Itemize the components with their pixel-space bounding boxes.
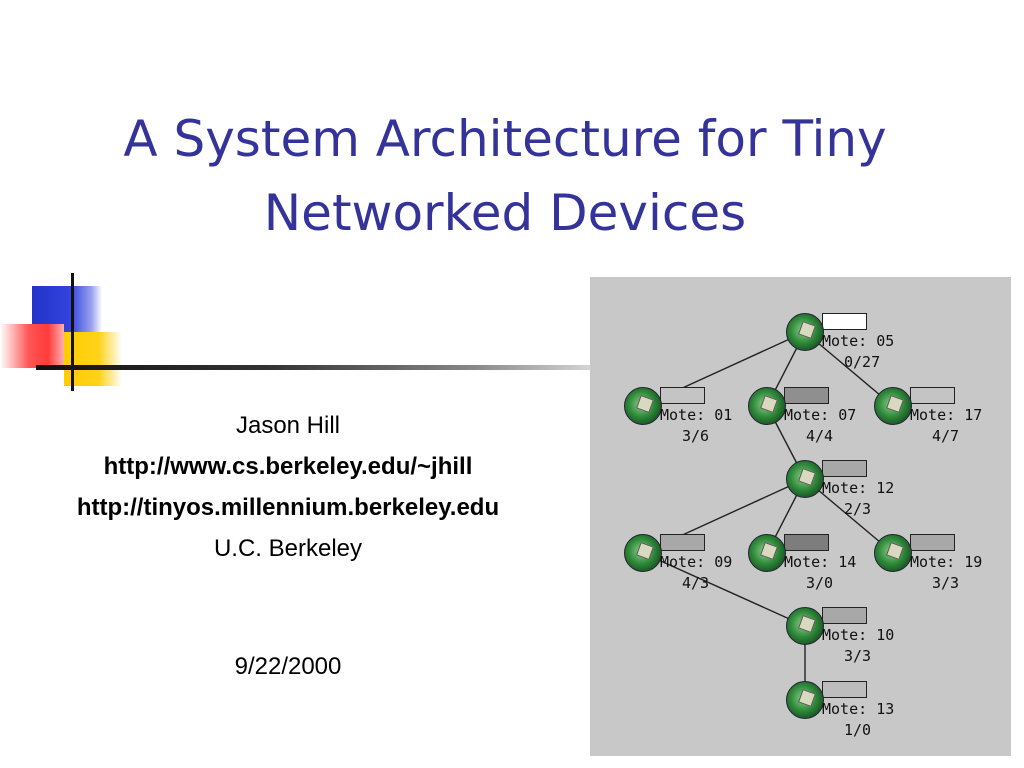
mote-status-bar — [822, 607, 867, 624]
mote-id: 13 — [876, 700, 895, 718]
mote-status-bar — [784, 387, 829, 404]
mote-status-bar — [822, 460, 867, 477]
mote-id: 07 — [838, 406, 857, 424]
mote-icon — [748, 534, 786, 572]
mote-id: 17 — [964, 406, 983, 424]
mote-label-prefix: Mote: — [660, 553, 706, 571]
mote-label: Mote: 14 — [784, 553, 856, 571]
red-square — [0, 324, 64, 368]
mote-label: Mote: 07 — [784, 406, 856, 424]
mote-count: 3/6 — [682, 427, 710, 445]
link-09-10 — [642, 552, 806, 627]
mote-status-bar — [822, 313, 867, 330]
mote-label: Mote: 09 — [660, 553, 732, 571]
mote-count: 4/3 — [682, 574, 710, 592]
mote-count: 3/3 — [932, 574, 960, 592]
mote-icon — [874, 534, 912, 572]
mote-label: Mote: 19 — [910, 553, 982, 571]
mote-label: Mote: 17 — [910, 406, 982, 424]
horizontal-rule — [36, 365, 620, 370]
project-url-link[interactable]: http://tinyos.millennium.berkeley.edu — [76, 494, 500, 521]
mote-count: 0/27 — [844, 353, 881, 371]
mote-status-bar — [660, 387, 705, 404]
personal-url-link[interactable]: http://www.cs.berkeley.edu/~jhill — [103, 453, 473, 480]
mote-label: Mote: 13 — [822, 700, 894, 718]
mote-count: 4/4 — [806, 427, 834, 445]
mote-count: 3/0 — [806, 574, 834, 592]
mote-id: 01 — [714, 406, 733, 424]
slide-title-line-1: A System Architecture for Tiny — [123, 110, 887, 168]
author-info: Jason Hill http://www.cs.berkeley.edu/~j… — [0, 408, 576, 680]
mote-id: 09 — [714, 553, 733, 571]
mote-label: Mote: 12 — [822, 479, 894, 497]
mote-label-prefix: Mote: — [822, 626, 868, 644]
mote-count: 4/7 — [932, 427, 960, 445]
mote-icon — [624, 534, 662, 572]
mote-id: 12 — [876, 479, 895, 497]
mote-label-prefix: Mote: — [822, 700, 868, 718]
vertical-rule — [71, 273, 74, 391]
mote-label-prefix: Mote: — [822, 332, 868, 350]
mote-count: 3/3 — [844, 647, 872, 665]
mote-icon — [624, 387, 662, 425]
mote-icon — [786, 681, 824, 719]
mote-count: 1/0 — [844, 721, 872, 739]
mote-label-prefix: Mote: — [784, 553, 830, 571]
mote-label-prefix: Mote: — [910, 406, 956, 424]
mote-label: Mote: 10 — [822, 626, 894, 644]
mote-count: 2/3 — [844, 500, 872, 518]
mote-id: 19 — [964, 553, 983, 571]
mote-label: Mote: 05 — [822, 332, 894, 350]
mote-status-bar — [660, 534, 705, 551]
slide-title: A System Architecture for Tiny Networked… — [0, 102, 1010, 250]
mote-label: Mote: 01 — [660, 406, 732, 424]
mote-id: 05 — [876, 332, 895, 350]
author-name: Jason Hill — [235, 412, 341, 439]
slide-title-line-2: Networked Devices — [263, 184, 747, 242]
mote-icon — [786, 313, 824, 351]
mote-label-prefix: Mote: — [660, 406, 706, 424]
presentation-date: 9/22/2000 — [234, 653, 342, 680]
mote-label-prefix: Mote: — [822, 479, 868, 497]
mote-status-bar — [822, 681, 867, 698]
mote-icon — [874, 387, 912, 425]
mote-status-bar — [784, 534, 829, 551]
mote-id: 14 — [838, 553, 857, 571]
mote-status-bar — [910, 534, 955, 551]
decorative-corner-graphic — [0, 270, 620, 395]
mote-status-bar — [910, 387, 955, 404]
affiliation: U.C. Berkeley — [213, 535, 363, 562]
mote-node-05: Mote: 05 0/27 — [786, 313, 956, 373]
mote-icon — [748, 387, 786, 425]
mote-label-prefix: Mote: — [784, 406, 830, 424]
mote-icon — [786, 460, 824, 498]
mote-label-prefix: Mote: — [910, 553, 956, 571]
mote-id: 10 — [876, 626, 895, 644]
mote-icon — [786, 607, 824, 645]
